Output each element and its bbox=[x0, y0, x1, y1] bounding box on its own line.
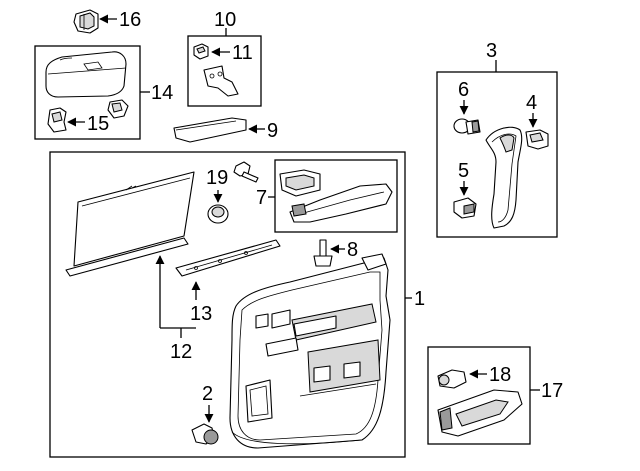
grommet-part-19 bbox=[207, 204, 229, 224]
callout-7: 7 bbox=[256, 187, 267, 209]
callout-1: 1 bbox=[414, 288, 425, 310]
group-box-10 bbox=[187, 35, 262, 107]
callout-8: 8 bbox=[347, 239, 358, 261]
clip-part-5 bbox=[453, 197, 477, 219]
clip-part-2 bbox=[191, 423, 219, 445]
handle-cover-part-7 bbox=[289, 183, 393, 223]
bracket-part-10 bbox=[203, 65, 239, 97]
clip-part-4 bbox=[525, 129, 549, 150]
clip-part-15-left bbox=[47, 107, 67, 133]
armrest-pad-part-9 bbox=[173, 117, 247, 143]
trim-strip-part-13 bbox=[175, 239, 281, 277]
callout-19: 19 bbox=[206, 167, 228, 189]
bolt-part-8 bbox=[313, 239, 333, 267]
clip-part-15-right bbox=[107, 99, 129, 119]
callout-14: 14 bbox=[151, 82, 173, 104]
callout-16: 16 bbox=[119, 9, 141, 31]
group-box-3 bbox=[436, 71, 558, 238]
callout-5: 5 bbox=[458, 160, 469, 182]
screw-part-19-top bbox=[233, 161, 259, 183]
clip-part-11 bbox=[193, 43, 209, 60]
callout-13: 13 bbox=[190, 303, 212, 325]
plug-part-18 bbox=[437, 369, 467, 389]
callout-3: 3 bbox=[486, 40, 497, 62]
sunshade-part-12 bbox=[65, 171, 195, 277]
callout-4: 4 bbox=[526, 92, 537, 114]
screw-part-6 bbox=[453, 118, 481, 135]
callout-18: 18 bbox=[489, 364, 511, 386]
group-box-7 bbox=[274, 159, 398, 233]
callout-6: 6 bbox=[458, 79, 469, 101]
callout-10: 10 bbox=[214, 9, 236, 31]
clip-part-16 bbox=[73, 9, 99, 34]
pillar-trim-part-3 bbox=[485, 126, 523, 229]
callout-9: 9 bbox=[267, 120, 278, 142]
callout-17: 17 bbox=[541, 380, 563, 402]
group-box-1 bbox=[49, 151, 406, 458]
callout-2: 2 bbox=[202, 383, 213, 405]
group-box-17 bbox=[427, 346, 531, 445]
door-trim-panel-part-1 bbox=[229, 253, 391, 449]
callout-15: 15 bbox=[87, 113, 109, 135]
handle-bezel-part-7 bbox=[279, 169, 321, 197]
callout-11: 11 bbox=[232, 42, 253, 64]
pocket-part-17 bbox=[437, 389, 523, 437]
switch-bezel-part-14 bbox=[45, 51, 127, 98]
callout-12: 12 bbox=[170, 341, 192, 363]
